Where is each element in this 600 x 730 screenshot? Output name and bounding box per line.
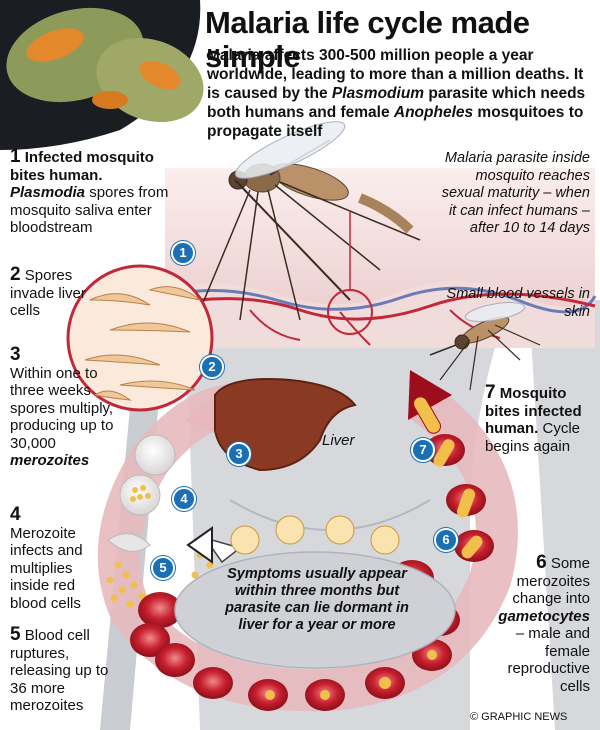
badge-5: 5 — [151, 556, 175, 580]
credit: © GRAPHIC NEWS — [470, 711, 568, 723]
symptoms-note: Symptoms usually appear within three mon… — [225, 566, 409, 633]
step-2: 2 Spores invade liver cells — [10, 264, 86, 319]
badge-1: 1 — [171, 241, 195, 265]
page-title: Malaria life cycle made simple — [205, 5, 530, 74]
intro-text: Malaria affects 300-500 million people a… — [207, 47, 586, 140]
spores-magnified — [66, 264, 214, 412]
liver-label: Liver — [322, 432, 355, 449]
microscope-image — [0, 0, 204, 150]
vessels-note: Small blood vessels in skin — [446, 286, 590, 320]
maturity-note: Malaria parasite inside mosquito reaches… — [441, 150, 590, 236]
mosquito-large — [199, 121, 421, 321]
badge-4: 4 — [172, 487, 196, 511]
symptom-cells — [230, 515, 400, 555]
badge-6: 6 — [434, 528, 458, 552]
badge-7: 7 — [411, 438, 435, 462]
step-6: 6 Some merozoites change into gametocyte… — [498, 552, 590, 695]
step-1: 1 Infected mosquito bites human. Plasmod… — [10, 146, 169, 236]
symptoms-bubble — [174, 526, 456, 669]
skin-cross-section — [164, 168, 597, 348]
step-5: 5 Blood cell ruptures, releasing up to 3… — [10, 624, 109, 714]
step-7: 7 Mosquito bites infected human. Cycle b… — [485, 382, 582, 455]
liver — [214, 378, 357, 472]
badge-3: 3 — [227, 442, 251, 466]
mosquito-small — [429, 302, 541, 391]
badge-2: 2 — [200, 355, 224, 379]
